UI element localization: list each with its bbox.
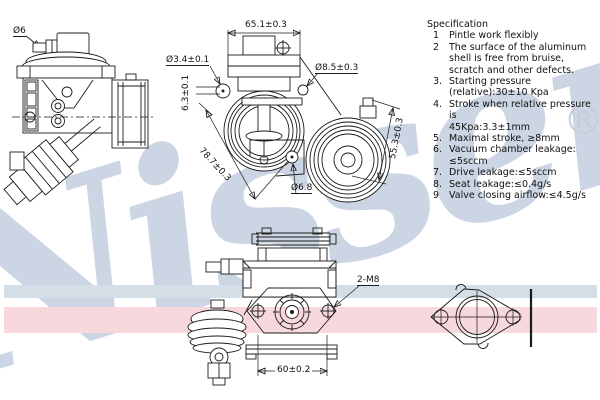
spec-item-4: 4. Stroke when relative pressure is 45Kp… [433, 98, 591, 133]
view-front [187, 227, 360, 386]
specification-panel: Specification 1 Pintle work flexibly 2 T… [427, 19, 600, 202]
spec-item-3: 3. Starting pressure (relative):30±10 Kp… [433, 76, 549, 99]
spec-item-9: 9 Valve closing airflow:≤4.5g/s [433, 190, 586, 202]
dim-label-plate-width: 65.1±0.3 [245, 20, 287, 30]
specification-title: Specification [427, 19, 488, 30]
spec-item-5: 5. Maximal stroke, ≥8mm [433, 133, 560, 145]
dim-label-bolt-spacing: 60±0.2 [275, 365, 313, 375]
spec-item-8: 8. Seat leakage:≤0.4g/s [433, 178, 552, 190]
spec-item-2: 2 The surface of the aluminum shell is f… [433, 41, 587, 76]
dim-label-pivot-offset: 6.3±0.1 [181, 74, 191, 111]
dim-label-nipple-diameter: Ø6 [13, 26, 26, 37]
registered-trademark-icon: ® [563, 96, 600, 144]
view-gasket [430, 284, 533, 349]
spec-item-1: 1 Pintle work flexibly [433, 30, 539, 42]
spec-item-7: 7. Drive leakage:≤5sccm [433, 167, 557, 179]
view-side [3, 32, 155, 206]
dim-label-bracket-hole: Ø6.8 [291, 183, 313, 194]
dim-label-pivot-hole: Ø3.4±0.1 [166, 55, 210, 66]
view-rear [196, 30, 401, 203]
spec-item-6: 6. Vacuum chamber leakage: ≤5sccm [433, 144, 576, 167]
dim-label-bolt-thread: 2-M8 [357, 275, 380, 286]
dim-label-upper-hole: Ø8.5±0.3 [315, 63, 359, 74]
